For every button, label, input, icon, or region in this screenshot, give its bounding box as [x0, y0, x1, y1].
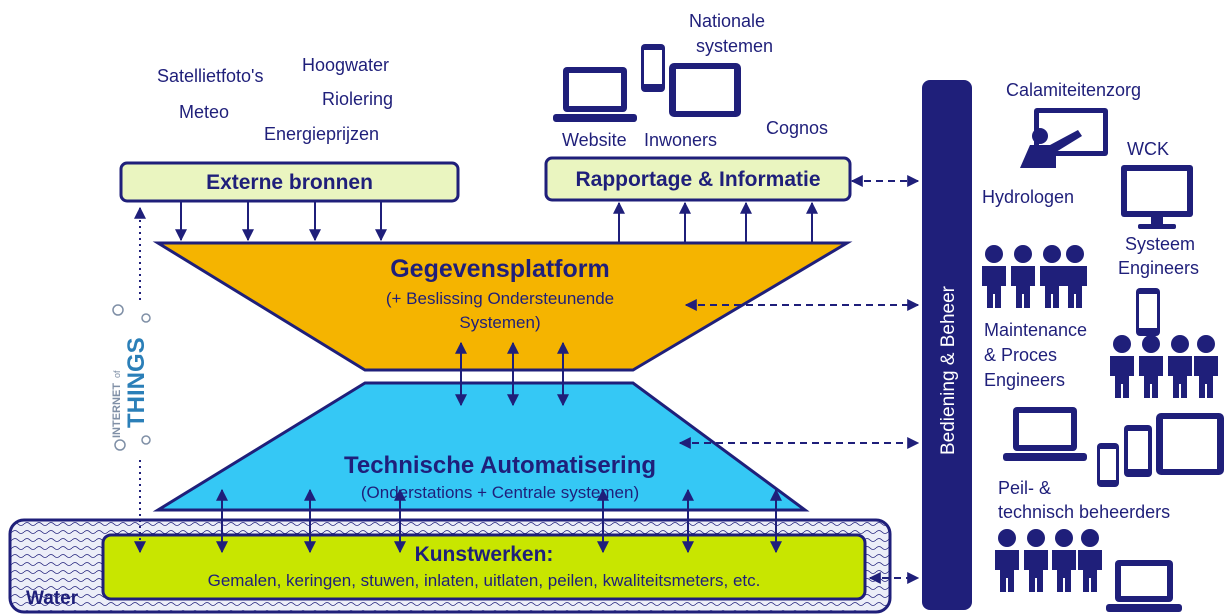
- laptop-icon-beheerders: [1003, 407, 1087, 461]
- source-satellite: Satellietfoto's: [157, 66, 264, 86]
- laptop-icon-bottom: [1106, 560, 1182, 612]
- role-peil-2: technisch beheerders: [998, 502, 1171, 522]
- platform-automation-arrows: [455, 341, 569, 407]
- people-icon-maintenance: [1110, 335, 1218, 398]
- role-maintenance-2: & Proces: [984, 345, 1058, 365]
- source-riolering: Riolering: [322, 89, 394, 109]
- technische-title: Technische Automatisering: [343, 452, 657, 479]
- phone-icon: [641, 44, 665, 92]
- gegevensplatform-shape: [152, 241, 853, 372]
- bediening-label: Bediening & Beheer: [938, 285, 959, 455]
- output-nationale: Nationale: [689, 11, 766, 31]
- source-meteo: Meteo: [179, 102, 230, 122]
- phone-icon-engineers: [1136, 288, 1160, 336]
- output-website: Website: [562, 130, 627, 150]
- kunstwerken-title: Kunstwerken:: [414, 543, 554, 566]
- role-calamiteiten: Calamiteitenzorg: [1006, 80, 1142, 100]
- rapportage-box: [544, 156, 852, 202]
- kunstwerken-box: [101, 533, 867, 601]
- bediening-dashed-arrows: [678, 175, 920, 584]
- role-maintenance-1: Maintenance: [984, 320, 1088, 340]
- role-peil-1: Peil- &: [998, 478, 1052, 498]
- externe-bronnen-label: Externe bronnen: [206, 171, 373, 194]
- technische-automatisering-shape: [152, 381, 810, 512]
- presenter-icon: [1020, 108, 1108, 168]
- people-icon-hydrologen: [982, 245, 1087, 308]
- people-icon-beheerders: [995, 529, 1102, 592]
- role-wck: WCK: [1127, 139, 1169, 159]
- gegevensplatform-sub1: (+ Beslissing Ondersteunende: [385, 289, 615, 308]
- gegevensplatform-title: Gegevensplatform: [390, 255, 610, 283]
- iot-logo: INTERNET of THINGS: [104, 300, 160, 460]
- output-cognos: Cognos: [766, 118, 829, 138]
- gegevensplatform-sub2: Systemen): [459, 313, 541, 332]
- tablet-icon-beheerders: [1156, 413, 1224, 475]
- water-label: Water: [26, 588, 79, 609]
- externe-bronnen-box: [119, 161, 460, 203]
- phone-icon-beheerders-1: [1097, 443, 1119, 487]
- iot-internet: INTERNET: [111, 383, 123, 438]
- externe-arrows: [175, 201, 387, 242]
- role-systeem-1: Systeem: [1125, 234, 1196, 254]
- laptop-icon: [553, 67, 637, 122]
- tablet-icon: [669, 63, 741, 117]
- phone-icon-beheerders-2: [1124, 425, 1152, 477]
- source-energie: Energieprijzen: [264, 124, 380, 144]
- automation-kunstwerken-arrows: [216, 488, 782, 554]
- rapportage-arrows: [613, 201, 818, 243]
- bediening-bar: [922, 80, 972, 610]
- kunstwerken-sub: Gemalen, keringen, stuwen, inlaten, uitl…: [207, 571, 761, 590]
- iot-things: THINGS: [123, 337, 150, 428]
- rapportage-label: Rapportage & Informatie: [575, 168, 821, 191]
- technische-sub: (Onderstations + Centrale systemen): [360, 483, 640, 502]
- role-hydrologen: Hydrologen: [982, 187, 1075, 207]
- role-maintenance-3: Engineers: [984, 370, 1066, 390]
- iot-of: of: [112, 370, 122, 378]
- output-systemen: systemen: [696, 36, 774, 56]
- monitor-icon: [1121, 165, 1193, 229]
- role-systeem-2: Engineers: [1118, 258, 1200, 278]
- source-hoogwater: Hoogwater: [302, 55, 390, 75]
- output-inwoners: Inwoners: [644, 130, 718, 150]
